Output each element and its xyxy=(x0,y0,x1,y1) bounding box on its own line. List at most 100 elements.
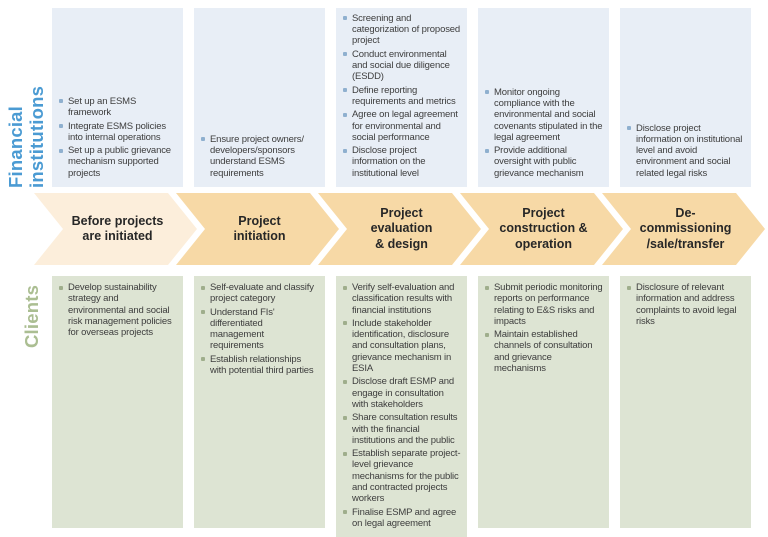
client-box-before-projects: Develop sustainability strategy and envi… xyxy=(52,276,183,528)
list-item-text: Integrate ESMS policies into internal op… xyxy=(68,120,166,143)
list-item: Finalise ESMP and agree on legal agreeme… xyxy=(343,507,461,530)
bullet-icon xyxy=(59,99,63,104)
list-item: Ensure project owners/ developers/sponso… xyxy=(201,134,319,179)
clients-row-label: Clients xyxy=(21,284,42,348)
bullet-icon xyxy=(201,310,205,315)
client-box-initiation: Self-evaluate and classify project categ… xyxy=(194,276,325,528)
list-item-text: Screening and categorization of proposed… xyxy=(352,12,461,47)
phase-label: De- commissioning /sale/transfer xyxy=(639,205,732,251)
bullet-icon xyxy=(627,285,631,290)
list-item-text: Establish separate project-level grievan… xyxy=(352,448,461,505)
list-item-text: Define reporting requirements and metric… xyxy=(352,84,456,107)
phase-arrow-evaluation-design: Project evaluation & design xyxy=(318,193,481,265)
fi-box-initiation: Ensure project owners/ developers/sponso… xyxy=(194,8,325,187)
list-item-text: Understand FIs' differentiated managemen… xyxy=(210,306,275,352)
phase-arrow-construction-operation: Project construction & operation xyxy=(460,193,623,265)
bullet-icon xyxy=(59,148,63,153)
bullet-icon xyxy=(485,285,489,290)
list-item: Understand FIs' differentiated managemen… xyxy=(201,307,319,352)
phase-label: Before projects are initiated xyxy=(71,213,164,243)
bullet-icon xyxy=(59,285,63,290)
task-list: Disclosure of relevant information and a… xyxy=(620,276,751,335)
list-item-text: Disclose draft ESMP and engage in consul… xyxy=(352,376,454,410)
list-item: Establish separate project-level grievan… xyxy=(343,448,461,504)
list-item: Monitor ongoing compliance with the envi… xyxy=(485,87,603,143)
list-item-text: Share consultation results with the fina… xyxy=(352,412,458,446)
task-list: Ensure project owners/ developers/sponso… xyxy=(194,8,325,187)
list-item: Disclose project information on the inst… xyxy=(343,145,461,179)
list-item-text: Monitor ongoing compliance with the envi… xyxy=(494,86,603,143)
list-item-text: Establish relationships with potential t… xyxy=(210,353,314,377)
list-item-text: Disclose project information on the inst… xyxy=(352,145,426,179)
list-item: Agree on legal agreement for environment… xyxy=(343,109,461,143)
task-list: Self-evaluate and classify project categ… xyxy=(194,276,325,384)
list-item-text: Finalise ESMP and agree on legal agreeme… xyxy=(352,506,457,529)
list-item-text: Maintain established channels of consult… xyxy=(494,329,593,375)
client-box-evaluation: Verify self-evaluation and classificatio… xyxy=(336,276,467,537)
bullet-icon xyxy=(201,357,205,362)
task-list: Disclose project information on institut… xyxy=(620,8,751,187)
financial-institutions-row-label: Financial institutions xyxy=(5,85,47,188)
bullet-icon xyxy=(343,285,347,290)
task-list: Monitor ongoing compliance with the envi… xyxy=(478,8,609,187)
list-item: Maintain established channels of consult… xyxy=(485,329,603,374)
list-item: Disclose draft ESMP and engage in consul… xyxy=(343,376,461,410)
list-item: Set up a public grievance mechanism supp… xyxy=(59,145,177,179)
list-item-text: Set up a public grievance mechanism supp… xyxy=(68,145,171,179)
list-item-text: Verify self-evaluation and classificatio… xyxy=(352,282,455,316)
list-item: Integrate ESMS policies into internal op… xyxy=(59,121,177,144)
bullet-icon xyxy=(343,510,347,515)
bullet-icon xyxy=(343,16,347,21)
bullet-icon xyxy=(627,126,631,131)
bullet-icon xyxy=(485,90,489,95)
list-item-text: Include stakeholder identification, disc… xyxy=(352,317,452,375)
bullet-icon xyxy=(343,451,347,456)
list-item: Include stakeholder identification, disc… xyxy=(343,318,461,374)
list-item: Establish relationships with potential t… xyxy=(201,354,319,377)
bullet-icon xyxy=(201,285,205,290)
phase-label: Project initiation xyxy=(233,213,286,243)
bullet-icon xyxy=(485,148,489,153)
list-item: Define reporting requirements and metric… xyxy=(343,85,461,108)
list-item: Share consultation results with the fina… xyxy=(343,412,461,446)
list-item: Conduct environmental and social due dil… xyxy=(343,49,461,83)
list-item-text: Set up an ESMS framework xyxy=(68,95,137,119)
bullet-icon xyxy=(343,148,347,153)
task-list: Develop sustainability strategy and envi… xyxy=(52,276,183,346)
list-item: Disclosure of relevant information and a… xyxy=(627,282,745,327)
phase-arrow-before-projects: Before projects are initiated xyxy=(34,193,197,265)
list-item: Submit periodic monitoring reports on pe… xyxy=(485,282,603,327)
list-item-text: Agree on legal agreement for environment… xyxy=(352,109,458,143)
task-list: Submit periodic monitoring reports on pe… xyxy=(478,276,609,382)
task-list: Screening and categorization of proposed… xyxy=(336,8,467,187)
list-item: Provide additional oversight with public… xyxy=(485,145,603,179)
list-item: Verify self-evaluation and classificatio… xyxy=(343,282,461,316)
list-item-text: Provide additional oversight with public… xyxy=(494,145,584,179)
list-item-text: Disclosure of relevant information and a… xyxy=(636,282,737,327)
phase-arrow-decommissioning: De- commissioning /sale/transfer xyxy=(602,193,765,265)
bullet-icon xyxy=(343,415,347,420)
list-item-text: Ensure project owners/ developers/sponso… xyxy=(210,133,304,179)
fi-box-decommissioning: Disclose project information on institut… xyxy=(620,8,751,187)
list-item: Self-evaluate and classify project categ… xyxy=(201,282,319,305)
bullet-icon xyxy=(485,332,489,337)
bullet-icon xyxy=(343,52,347,57)
task-list: Set up an ESMS framework Integrate ESMS … xyxy=(52,8,183,187)
list-item: Disclose project information on institut… xyxy=(627,123,745,179)
list-item-text: Conduct environmental and social due dil… xyxy=(352,48,450,83)
list-item: Screening and categorization of proposed… xyxy=(343,13,461,47)
fi-box-evaluation: Screening and categorization of proposed… xyxy=(336,8,467,187)
list-item: Set up an ESMS framework xyxy=(59,96,177,119)
fi-box-before-projects: Set up an ESMS framework Integrate ESMS … xyxy=(52,8,183,187)
list-item: Develop sustainability strategy and envi… xyxy=(59,282,177,338)
list-item-text: Submit periodic monitoring reports on pe… xyxy=(494,282,603,327)
fi-box-construction: Monitor ongoing compliance with the envi… xyxy=(478,8,609,187)
bullet-icon xyxy=(343,379,347,384)
phase-arrow-project-initiation: Project initiation xyxy=(176,193,339,265)
client-box-construction: Submit periodic monitoring reports on pe… xyxy=(478,276,609,528)
phase-label: Project construction & operation xyxy=(499,205,588,251)
bullet-icon xyxy=(201,137,205,142)
bullet-icon xyxy=(343,88,347,93)
client-box-decommissioning: Disclosure of relevant information and a… xyxy=(620,276,751,528)
task-list: Verify self-evaluation and classificatio… xyxy=(336,276,467,537)
